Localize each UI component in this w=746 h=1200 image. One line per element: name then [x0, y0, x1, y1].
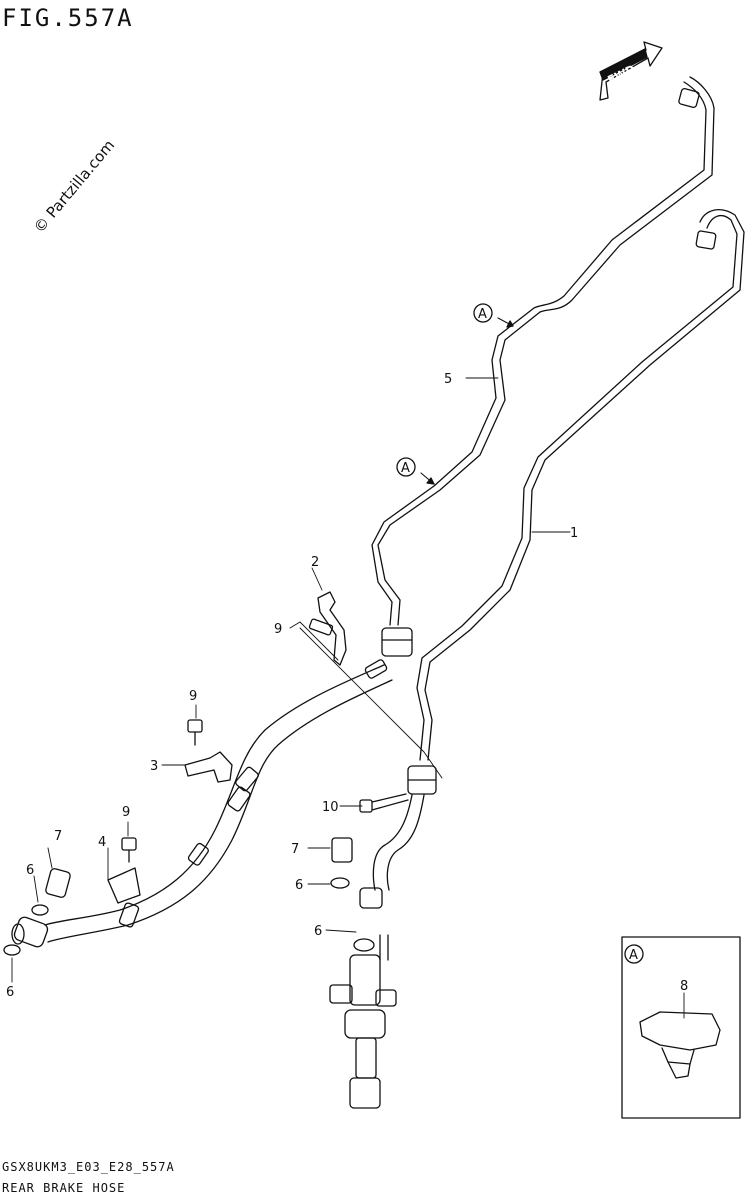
detail-box-a: A — [621, 936, 741, 1119]
callout-4: 4 — [98, 835, 106, 850]
joint-upper — [381, 627, 413, 657]
bracket-3 — [184, 719, 233, 783]
callout-9c: 9 — [122, 805, 130, 820]
figure-title: FIG.557A — [2, 4, 134, 32]
marker-a-upper-letter: A — [478, 307, 487, 322]
callout-5: 5 — [444, 372, 452, 387]
marker-a-lower: A — [396, 457, 435, 485]
brake-hose — [11, 659, 393, 948]
leader-lines — [11, 377, 685, 1019]
callout-9a: 9 — [274, 622, 282, 637]
union-bolt-right — [330, 837, 375, 952]
fwd-arrow-icon: FWD — [599, 41, 663, 101]
figure-name: REAR BRAKE HOSE — [2, 1181, 126, 1195]
callout-7a: 7 — [54, 829, 62, 844]
callout-10: 10 — [322, 800, 339, 815]
bracket-2 — [308, 591, 347, 666]
callout-7b: 7 — [291, 842, 299, 857]
callout-1: 1 — [570, 526, 578, 541]
callout-labels: 1 2 3 4 5 6 6 6 6 7 7 8 9 9 9 10 — [6, 372, 688, 1000]
joint-lower — [407, 765, 437, 795]
callout-8: 8 — [680, 979, 688, 994]
callout-9b: 9 — [189, 689, 197, 704]
callout-6a: 6 — [26, 863, 34, 878]
callout-6c: 6 — [295, 878, 303, 893]
callout-3: 3 — [150, 759, 158, 774]
figure-code: GSX8UKM3_E03_E28_557A — [2, 1160, 175, 1174]
bracket-4 — [107, 837, 141, 904]
bolt-10 — [359, 793, 409, 813]
master-cylinder — [329, 934, 397, 1109]
brake-pipe-5 — [371, 76, 715, 626]
callout-6b: 6 — [6, 985, 14, 1000]
callout-6d: 6 — [314, 924, 322, 939]
detail-box-a-letter: A — [629, 948, 638, 963]
marker-a-upper: A — [473, 303, 514, 328]
callout-2: 2 — [311, 555, 319, 570]
brake-pipe-1 — [416, 209, 745, 761]
marker-a-lower-letter: A — [401, 461, 410, 476]
mc-hose — [359, 794, 425, 909]
union-bolt-left — [3, 868, 71, 956]
